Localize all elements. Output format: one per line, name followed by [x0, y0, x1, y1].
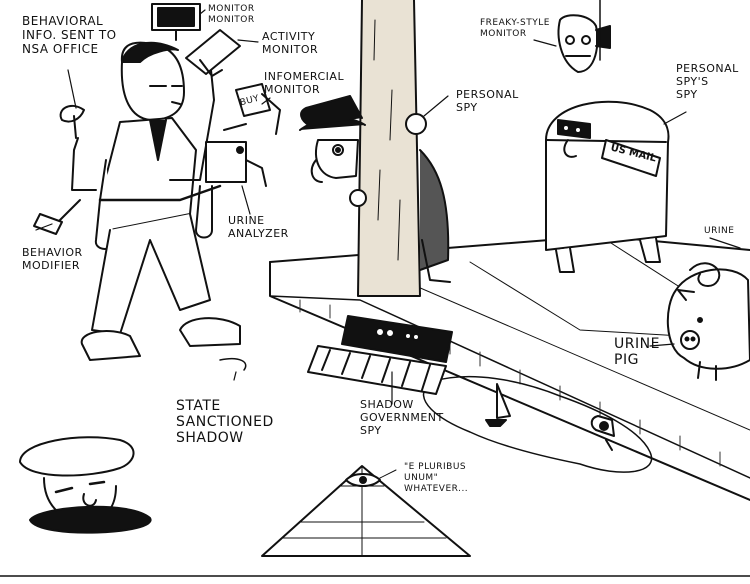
label-infomercial-monitor: INFOMERCIAL Monitor: [264, 70, 345, 96]
personal-spy-figure: [299, 95, 451, 283]
callout-lines: [35, 9, 741, 405]
label-personal-spys-spy: PERSONAL SPY'S SPY: [676, 62, 739, 101]
us-mailbox: [545, 100, 670, 273]
label-urine-pig: URINE PIG: [614, 336, 660, 368]
manhole-spy: [19, 436, 152, 534]
label-behavioral-info: BEHAVIORAL INFO. SENT TO NSA OFFICE: [22, 14, 117, 56]
label-monitor-monitor: MONITOR MONITOR: [208, 4, 255, 25]
label-behavior-modifier: BEHAVIOR MODIFIER: [22, 246, 83, 272]
telephone-pole: [357, 0, 421, 297]
pyramid-speech-bubble: "E PLURIBUS UNUM" WHATEVER...: [404, 462, 469, 494]
label-personal-spy: PERSONAL SPY: [456, 88, 519, 114]
label-shadow-government-spy: SHADOW GOVERNMENT SPY: [360, 398, 444, 437]
label-urine-analyzer: URINE ANALYZER: [228, 214, 289, 240]
label-freaky-style-monitor: FREAKY-STYLE MONITOR: [480, 18, 550, 39]
walking-man: [33, 3, 281, 361]
sidewalk: [269, 235, 750, 501]
label-activity-monitor: ACTIVITY MONITOR: [262, 30, 319, 56]
state-sanctioned-shadow: [219, 358, 247, 371]
storm-drain: [307, 315, 453, 395]
puddle: [422, 375, 653, 473]
puddle-eyeball-spy: [590, 415, 615, 451]
freaky-style-monitor: [557, 0, 611, 73]
all-seeing-pyramid: [261, 465, 471, 557]
label-state-sanctioned-shadow: STATE SANCTIONED SHADOW: [176, 398, 274, 446]
toy-sailboat: [485, 383, 511, 427]
urine-pig: [666, 262, 750, 381]
label-urine: URINE: [704, 226, 735, 236]
